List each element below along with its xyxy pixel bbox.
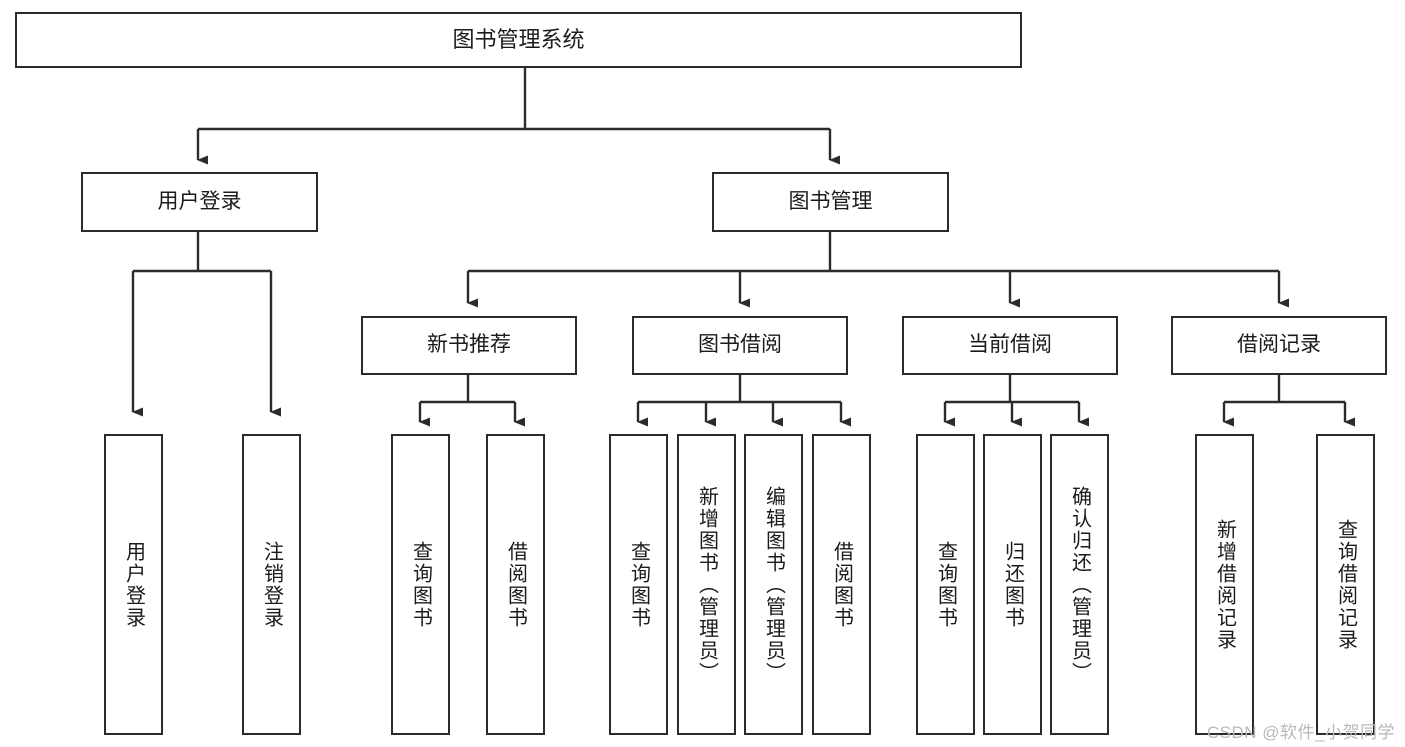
node-leaf-query-book-2[interactable]: 查询图书	[609, 434, 668, 735]
node-user-login-label: 用户登录	[157, 189, 242, 213]
node-book-borrow-label: 图书借阅	[698, 333, 782, 357]
node-leaf-user-login-label: 用户登录	[122, 540, 145, 629]
node-borrow-record-label: 借阅记录	[1237, 333, 1321, 357]
node-current-borrow-label: 当前借阅	[968, 333, 1052, 357]
node-leaf-add-book-label: 新增图书（管理员）	[695, 485, 718, 684]
watermark-text: CSDN @软件_小贺同学	[1206, 723, 1395, 742]
node-leaf-logout-label: 注销登录	[260, 540, 283, 629]
node-book-manage-label: 图书管理	[788, 189, 873, 213]
node-leaf-query-record[interactable]: 查询借阅记录	[1316, 434, 1375, 735]
node-root-label: 图书管理系统	[452, 27, 585, 53]
node-leaf-borrow-book-1[interactable]: 借阅图书	[486, 434, 545, 735]
node-leaf-borrow-book-2[interactable]: 借阅图书	[812, 434, 871, 735]
node-leaf-add-record-label: 新增借阅记录	[1213, 518, 1236, 651]
node-book-borrow[interactable]: 图书借阅	[632, 316, 848, 375]
node-user-login[interactable]: 用户登录	[81, 172, 318, 232]
node-leaf-confirm-return[interactable]: 确认归还（管理员）	[1050, 434, 1109, 735]
node-leaf-confirm-return-label: 确认归还（管理员）	[1068, 485, 1091, 684]
node-book-manage[interactable]: 图书管理	[712, 172, 949, 232]
node-leaf-add-book[interactable]: 新增图书（管理员）	[677, 434, 736, 735]
node-leaf-query-record-label: 查询借阅记录	[1334, 518, 1357, 651]
node-leaf-add-record[interactable]: 新增借阅记录	[1195, 434, 1254, 735]
node-leaf-query-book-1[interactable]: 查询图书	[391, 434, 450, 735]
node-leaf-return-book-label: 归还图书	[1001, 540, 1024, 629]
node-leaf-borrow-book-1-label: 借阅图书	[504, 540, 527, 629]
node-new-book-rec-label: 新书推荐	[427, 333, 511, 357]
node-leaf-query-book-1-label: 查询图书	[409, 540, 432, 629]
node-leaf-edit-book-label: 编辑图书（管理员）	[762, 485, 785, 684]
node-leaf-return-book[interactable]: 归还图书	[983, 434, 1042, 735]
node-current-borrow[interactable]: 当前借阅	[902, 316, 1118, 375]
node-leaf-logout[interactable]: 注销登录	[242, 434, 301, 735]
node-new-book-rec[interactable]: 新书推荐	[361, 316, 577, 375]
node-leaf-borrow-book-2-label: 借阅图书	[830, 540, 853, 629]
node-leaf-query-book-2-label: 查询图书	[627, 540, 650, 629]
node-root[interactable]: 图书管理系统	[15, 12, 1022, 68]
node-borrow-record[interactable]: 借阅记录	[1171, 316, 1387, 375]
node-leaf-query-book-3[interactable]: 查询图书	[916, 434, 975, 735]
node-leaf-user-login[interactable]: 用户登录	[104, 434, 163, 735]
node-leaf-edit-book[interactable]: 编辑图书（管理员）	[744, 434, 803, 735]
node-leaf-query-book-3-label: 查询图书	[934, 540, 957, 629]
